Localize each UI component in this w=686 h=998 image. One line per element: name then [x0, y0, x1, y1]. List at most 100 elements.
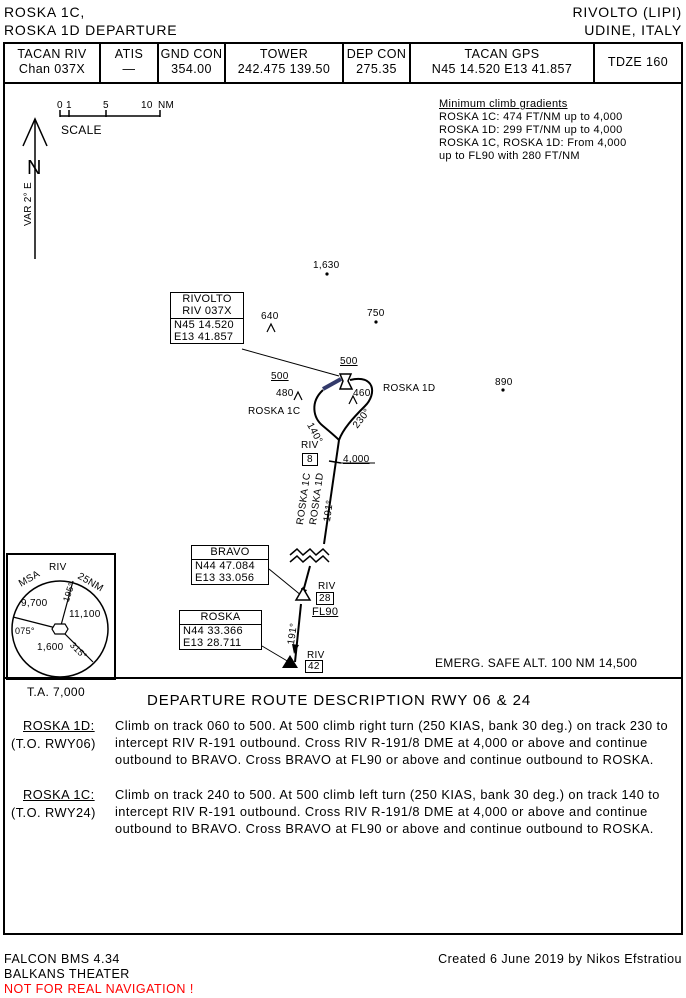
outbound-segment-2 — [302, 565, 311, 593]
bravo-fix-symbol — [294, 586, 312, 601]
footer-sim: FALCON BMS 4.34 — [4, 952, 120, 966]
bravo-fix-box: BRAVO N44 47.084 E13 33.056 — [191, 545, 269, 585]
footer-theater: BALKANS THEATER — [4, 967, 130, 981]
spot-height-dot — [325, 272, 329, 276]
variation-label: VAR 2° E — [23, 181, 34, 226]
dme-8: 8 — [302, 453, 318, 466]
break-symbol-1 — [289, 547, 330, 557]
msa-brg-075: 075° — [15, 626, 35, 636]
scale-tick-10: 10 — [141, 100, 153, 111]
roska-leader — [261, 645, 290, 663]
transition-altitude: T.A. 7,000 — [27, 685, 86, 699]
roska-lat: N44 33.366 — [180, 624, 261, 637]
route-description: T.A. 7,000 DEPARTURE ROUTE DESCRIPTION R… — [3, 679, 683, 935]
comm-value: — — [122, 62, 136, 76]
terrain-1630: 1,630 — [313, 260, 340, 271]
north-label: N — [27, 157, 42, 179]
terrain-640: 640 — [261, 311, 279, 322]
scale-tick-5: 5 — [103, 100, 109, 111]
roska-name: ROSKA — [200, 611, 241, 623]
rivolto-lat: N45 14.520 — [171, 318, 243, 331]
bravo-name: BRAVO — [210, 546, 250, 558]
comm-value: Chan 037X — [18, 62, 86, 76]
altitude-500-top: 500 — [340, 356, 358, 367]
airport-location: UDINE, ITALY — [584, 22, 682, 38]
msa-sector-lines — [12, 580, 94, 663]
airport-symbol — [338, 373, 354, 390]
scale-tick-0: 0 — [57, 100, 63, 111]
scale-tick-1: 1 — [66, 100, 72, 111]
terrain-750: 750 — [367, 308, 385, 319]
break-symbol-2 — [289, 554, 330, 564]
riv42-label: RIV — [307, 650, 325, 661]
route-rwy-roska1d: (T.O. RWY06) — [11, 736, 96, 751]
climb-gradient-line: up to FL90 with 280 FT/NM — [439, 150, 580, 162]
comm-title: TACAN GPS — [464, 47, 540, 61]
roska1c-label: ROSKA 1C — [248, 406, 301, 417]
comm-tdze: TDZE 160 — [595, 44, 681, 82]
comm-value: N45 14.520 E13 41.857 — [431, 62, 573, 76]
climb-gradients: Minimum climb gradients ROSKA 1C: 474 FT… — [439, 98, 627, 163]
route-drawing — [6, 110, 505, 680]
climb-gradients-title: Minimum climb gradients — [439, 98, 568, 110]
comm-title: TACAN RIV — [17, 47, 87, 61]
rivolto-leader — [241, 348, 340, 377]
outbound-segment-3 — [294, 603, 302, 663]
roska1c-path — [313, 389, 340, 441]
comm-title: ATIS — [114, 47, 144, 61]
terrain-890: 890 — [495, 377, 513, 388]
msa-alt-e: 11,100 — [69, 609, 101, 620]
comm-tacan-riv: TACAN RIV Chan 037X — [5, 44, 101, 82]
roska-fix-symbol — [282, 655, 298, 668]
rivolto-fix-box: RIVOLTO RIV 037X N45 14.520 E13 41.857 — [170, 292, 244, 344]
route-name-roska1d: ROSKA 1D: — [23, 718, 95, 733]
footer-credit: Created 6 June 2019 by Nikos Efstratiou — [438, 952, 682, 966]
roska1d-path — [338, 377, 374, 441]
scale-unit: NM — [158, 100, 175, 111]
fl90-label: FL90 — [312, 606, 339, 618]
spot-height-dot — [501, 388, 505, 392]
obstacle-symbols — [266, 322, 358, 405]
altitude-500-left: 500 — [271, 371, 289, 382]
roska-lon: E13 28.711 — [183, 637, 242, 649]
climb-gradient-line: ROSKA 1D: 299 FT/NM up to 4,000 — [439, 124, 623, 136]
comm-tacan-gps: TACAN GPS N45 14.520 E13 41.857 — [411, 44, 595, 82]
procedure-title-line2: ROSKA 1D DEPARTURE — [4, 22, 178, 38]
rivolto-ident: RIV 037X — [182, 305, 232, 317]
airport-name: RIVOLTO (LIPI) — [572, 4, 682, 20]
spot-height-dot — [374, 320, 378, 324]
msa-center-symbol — [51, 623, 69, 635]
riv28-label: RIV — [318, 581, 336, 592]
comm-dep-con: DEP CON 275.35 — [344, 44, 411, 82]
bravo-lon: E13 33.056 — [195, 572, 255, 584]
north-arrow — [22, 117, 48, 259]
comm-title: TOWER — [259, 47, 309, 61]
scale-label: SCALE — [61, 123, 102, 137]
comm-value: 354.00 — [171, 62, 212, 76]
comm-gnd-con: GND CON 354.00 — [159, 44, 226, 82]
dme-28: 28 — [316, 592, 334, 605]
comm-title: TDZE 160 — [607, 55, 669, 69]
rivolto-lon: E13 41.857 — [174, 331, 234, 343]
msa-alt-s: 1,600 — [37, 642, 64, 653]
rivolto-name: RIVOLTO — [182, 293, 232, 305]
msa-circle — [11, 580, 109, 678]
dme-42: 42 — [305, 660, 323, 673]
comm-atis: ATIS — — [101, 44, 159, 82]
comm-value: 242.475 139.50 — [237, 62, 331, 76]
comm-value: 275.35 — [356, 62, 397, 76]
comm-title: GND CON — [160, 47, 223, 61]
footer-warning: NOT FOR REAL NAVIGATION ! — [4, 982, 194, 996]
roska-fix-box: ROSKA N44 33.366 E13 28.711 — [179, 610, 262, 650]
terrain-460: 460 — [353, 388, 371, 399]
scale-bar — [59, 110, 161, 117]
procedure-title-line1: ROSKA 1C, — [4, 4, 86, 20]
route-rwy-roska1c: (T.O. RWY24) — [11, 805, 96, 820]
description-title: DEPARTURE ROUTE DESCRIPTION RWY 06 & 24 — [147, 692, 532, 709]
altitude-4000: 4,000 — [343, 454, 370, 465]
terrain-480: 480 — [276, 388, 294, 399]
emergency-safe-altitude: EMERG. SAFE ALT. 100 NM 14,500 — [435, 656, 638, 670]
comms-row: TACAN RIV Chan 037X ATIS — GND CON 354.0… — [3, 42, 683, 84]
msa-alt-nw: 9,700 — [21, 598, 48, 609]
msa-box — [6, 553, 116, 680]
